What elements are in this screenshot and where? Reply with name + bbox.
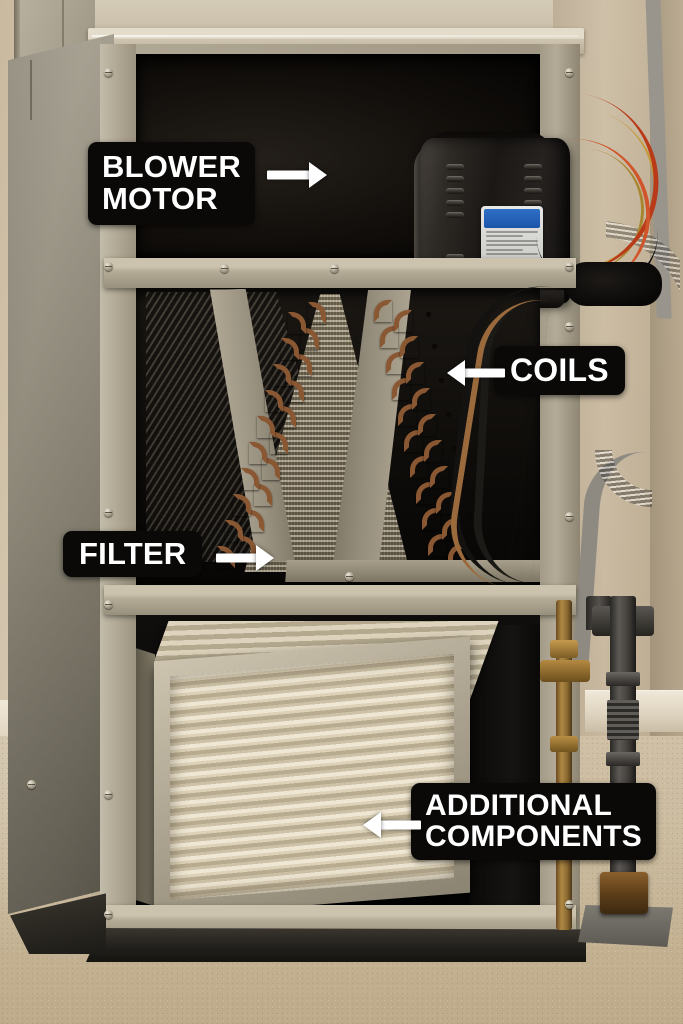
pleated-filter-side-edge <box>136 647 155 907</box>
cabinet-base-plinth <box>86 928 586 962</box>
cabinet-screw <box>104 790 113 799</box>
coil-plate-hole <box>432 344 437 349</box>
cabinet-screw <box>330 264 339 273</box>
copper-ubend <box>404 430 422 452</box>
copper-ubend <box>301 328 319 350</box>
copper-ubend <box>424 440 442 462</box>
copper-ubend <box>294 354 312 376</box>
copper-ubend <box>410 456 428 478</box>
copper-ubend <box>233 494 251 516</box>
copper-ubend <box>398 404 416 426</box>
cabinet-screw <box>104 600 113 609</box>
copper-ubend <box>418 414 436 436</box>
copper-ubend <box>286 380 304 402</box>
copper-ubend <box>278 406 296 428</box>
copper-ubend <box>400 336 418 358</box>
pleated-filter-frame <box>154 636 470 907</box>
cabinet-screw <box>565 322 574 331</box>
copper-ubend <box>422 508 440 530</box>
cabinet-screw <box>565 262 574 271</box>
annotation-label-coils: COILS <box>494 346 625 395</box>
copper-ubend <box>257 416 275 438</box>
coil-compartment <box>136 288 540 588</box>
copper-ubend <box>392 378 410 400</box>
annotation-arrow-coils <box>447 360 505 386</box>
copper-ubend <box>273 364 291 386</box>
annotation-additional-line2: COMPONENTS <box>425 819 643 853</box>
motor-vent-slots-left <box>446 164 464 224</box>
annotation-additional-line1: ADDITIONAL <box>425 789 612 822</box>
wall-corner <box>650 0 683 760</box>
copper-ubend <box>254 484 272 506</box>
cabinet-screw <box>104 262 113 271</box>
cabinet-rail-lower <box>104 585 576 615</box>
annotation-filter-line1: FILTER <box>79 536 187 571</box>
motor-nameplate-brand-band <box>484 209 540 228</box>
copper-ubend <box>308 302 326 324</box>
copper-ubend <box>288 312 306 334</box>
copper-ubend <box>442 518 460 540</box>
copper-ubend <box>380 326 398 348</box>
brass-tee-fitting <box>540 660 590 682</box>
copper-ubend <box>225 520 243 542</box>
annotation-label-filter: FILTER <box>63 531 203 577</box>
filter-compartment <box>136 615 540 907</box>
annotation-blower-motor-line1: BLOWER <box>102 149 241 184</box>
cabinet-screw <box>220 264 229 273</box>
copper-ubend <box>412 388 430 410</box>
annotation-coils-line1: COILS <box>510 352 609 388</box>
cabinet-screw <box>27 780 36 789</box>
copper-ubend <box>246 510 264 532</box>
annotation-arrow-filter <box>216 545 274 571</box>
steel-coupling-lower <box>606 752 640 766</box>
coil-plate-hole <box>460 480 465 485</box>
brass-union-lower <box>550 736 578 752</box>
annotation-label-blower-motor: BLOWER MOTOR <box>88 142 255 226</box>
copper-ubend <box>270 432 288 454</box>
copper-ubend <box>394 310 412 332</box>
cabinet-top-cap-highlight <box>92 35 578 37</box>
cabinet-side-panel-seam <box>30 60 32 120</box>
steel-coupling-upper <box>606 672 640 686</box>
cabinet-screw <box>565 900 574 909</box>
coil-plate-hole <box>467 514 472 519</box>
copper-ubend <box>374 300 392 322</box>
copper-ubend <box>430 466 448 488</box>
copper-ubend <box>238 536 256 558</box>
copper-ubend <box>448 544 466 566</box>
copper-ubend <box>428 534 446 556</box>
cabinet-rail-upper <box>104 258 576 288</box>
rusty-pipe-fitting <box>600 872 648 914</box>
cabinet-screw <box>104 910 113 919</box>
copper-ubend <box>406 362 424 384</box>
cabinet-screw <box>565 68 574 77</box>
annotation-arrow-additional-components <box>363 812 421 838</box>
motor-nameplate-sticker <box>481 206 543 266</box>
coil-plate-hole <box>439 378 444 383</box>
copper-ubend <box>241 468 259 490</box>
cabinet-screw <box>345 572 354 581</box>
copper-ubend <box>416 482 434 504</box>
coil-plate-hole <box>426 312 431 317</box>
refrigerant-lines <box>441 278 560 596</box>
steel-pipe-ribbed-section <box>607 700 639 740</box>
pleated-filter-media <box>170 653 454 901</box>
copper-ubend <box>262 458 280 480</box>
copper-ubend <box>436 492 454 514</box>
annotation-label-additional-components: ADDITIONAL COMPONENTS <box>411 783 657 861</box>
annotation-blower-motor-line2: MOTOR <box>102 180 218 216</box>
copper-ubend <box>386 352 404 374</box>
cabinet-screw <box>104 68 113 77</box>
wiring-bundle <box>566 262 662 306</box>
cabinet-screw <box>104 508 113 517</box>
copper-ubend <box>249 442 267 464</box>
cabinet-screw <box>565 512 574 521</box>
copper-ubend <box>265 390 283 412</box>
brass-union-upper <box>550 640 578 658</box>
upper-duct-box-seam-vertical <box>62 0 64 92</box>
coil-plate-hole <box>446 412 451 417</box>
annotation-arrow-blower-motor <box>267 162 327 188</box>
copper-ubend <box>281 338 299 360</box>
coil-plate-hole <box>453 446 458 451</box>
